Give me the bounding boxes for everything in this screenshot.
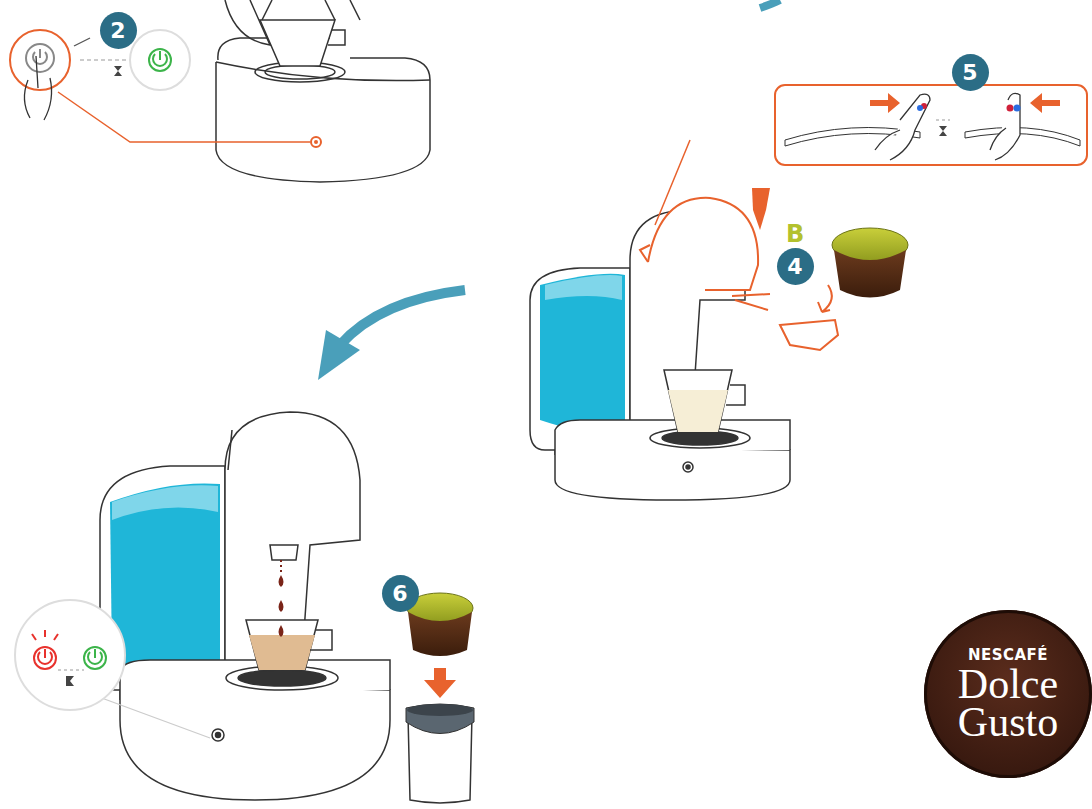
callout-number: 2 <box>100 12 137 49</box>
callout-number: 4 <box>777 248 814 285</box>
brand-name: NESCAFÉ <box>968 646 1048 664</box>
callout-number: 6 <box>382 575 419 612</box>
brand-logo: NESCAFÉ Dolce Gusto <box>924 610 1092 778</box>
product-name: Dolce Gusto <box>953 666 1063 742</box>
step-number: 4 <box>787 254 802 279</box>
callout-number: 5 <box>952 54 989 91</box>
capsule-label: B <box>786 220 804 248</box>
step-number: 2 <box>110 18 125 43</box>
step-number: 6 <box>392 581 407 606</box>
step-number: 5 <box>962 60 977 85</box>
